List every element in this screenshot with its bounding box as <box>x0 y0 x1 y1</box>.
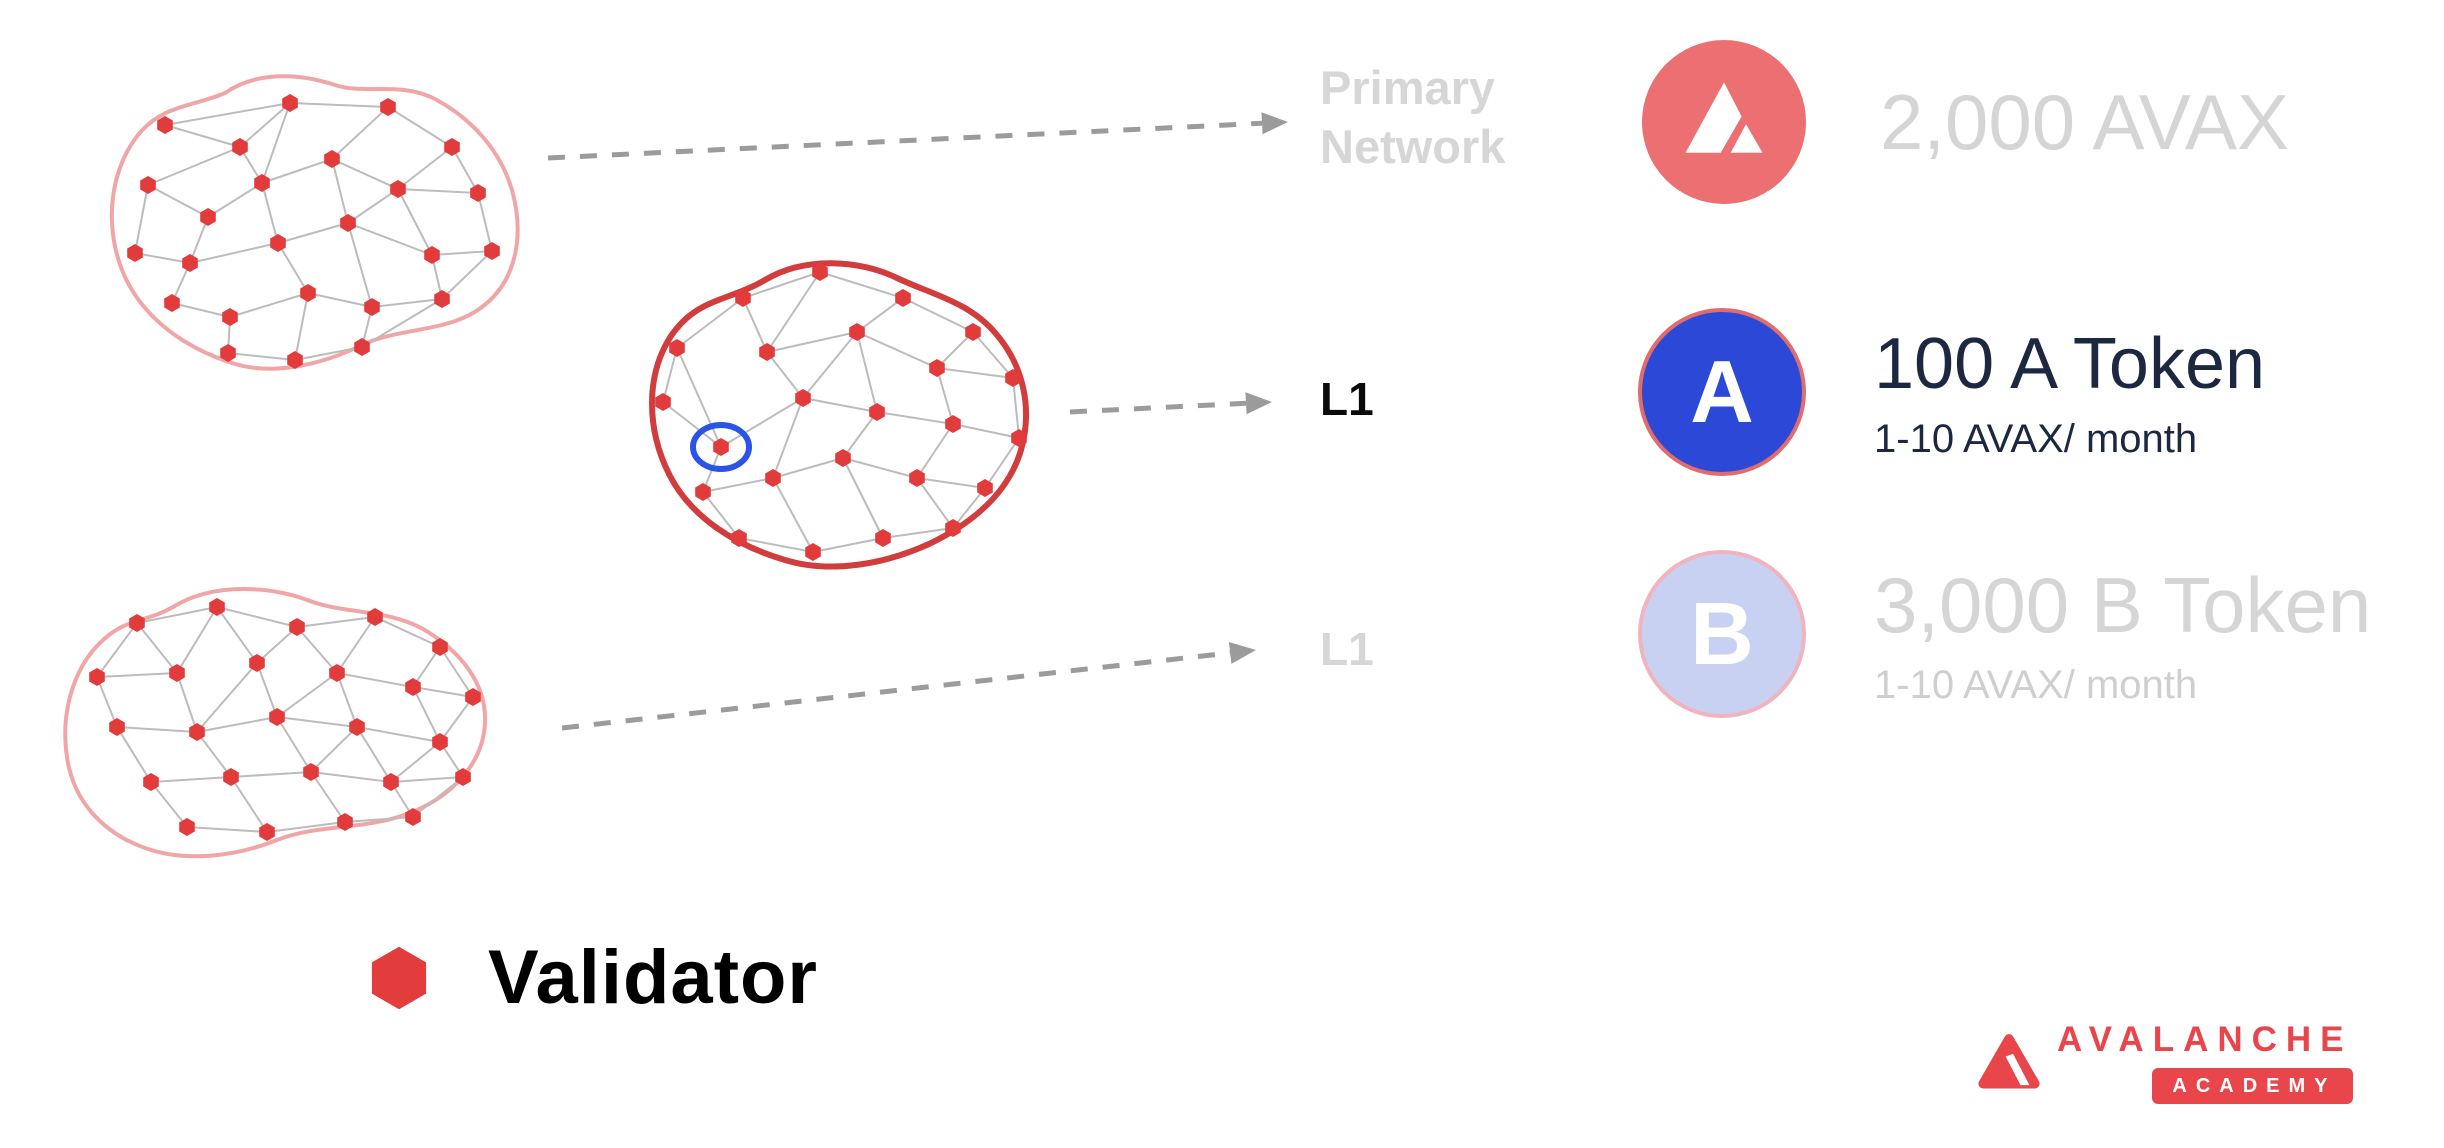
validator-hexagon-icon <box>371 946 427 1009</box>
token-b-amount: 3,000 B Token <box>1874 561 2372 649</box>
branding-text-column: AVALANCHE ACADEMY <box>2057 1020 2353 1104</box>
branding-name: AVALANCHE <box>2057 1020 2353 1059</box>
l1-a-network-graph-svg <box>649 260 1029 570</box>
avax-amount-text: 2,000 AVAX <box>1880 77 2290 166</box>
token-a-subtitle: 1-10 AVAX/ month <box>1874 416 2198 461</box>
avalanche-academy-branding: AVALANCHE ACADEMY <box>1975 1020 2353 1104</box>
token-a-letter: A <box>1690 342 1754 441</box>
l1-label-inactive: L1 <box>1320 623 1374 675</box>
token-a-amount: 100 A Token <box>1874 323 2266 404</box>
avalanche-mark-icon <box>1685 82 1763 153</box>
l1-label-active: L1 <box>1320 373 1374 425</box>
token-b-badge: B <box>1638 550 1806 718</box>
validator-legend-label: Validator <box>488 935 818 1020</box>
l1-a-network-graph <box>615 240 1060 610</box>
branding-academy-badge: ACADEMY <box>2152 1068 2353 1104</box>
primary-network-graph-svg <box>109 74 520 371</box>
token-b-letter: B <box>1690 584 1754 683</box>
l1-b-network-graph-svg <box>63 587 488 859</box>
primary-network-label: Primary Network <box>1320 61 1506 174</box>
token-row-avax: 2,000 AVAX <box>1642 40 2289 204</box>
primary-network-graph <box>90 55 540 410</box>
l1-b-network-graph <box>45 565 515 883</box>
token-a-badge: A <box>1638 308 1806 476</box>
validator-legend: Validator <box>362 934 818 1021</box>
avax-coin-icon <box>1642 40 1806 204</box>
token-a-text: 100 A Token 1-10 AVAX/ month <box>1874 323 2265 462</box>
token-b-text: 3,000 B Token 1-10 AVAX/ month <box>1874 560 2371 708</box>
token-row-b: B 3,000 B Token 1-10 AVAX/ month <box>1638 550 2371 718</box>
token-b-subtitle: 1-10 AVAX/ month <box>1874 663 2198 707</box>
avalanche-academy-logo-icon <box>1978 1034 2040 1089</box>
token-row-a: A 100 A Token 1-10 AVAX/ month <box>1638 308 2265 476</box>
